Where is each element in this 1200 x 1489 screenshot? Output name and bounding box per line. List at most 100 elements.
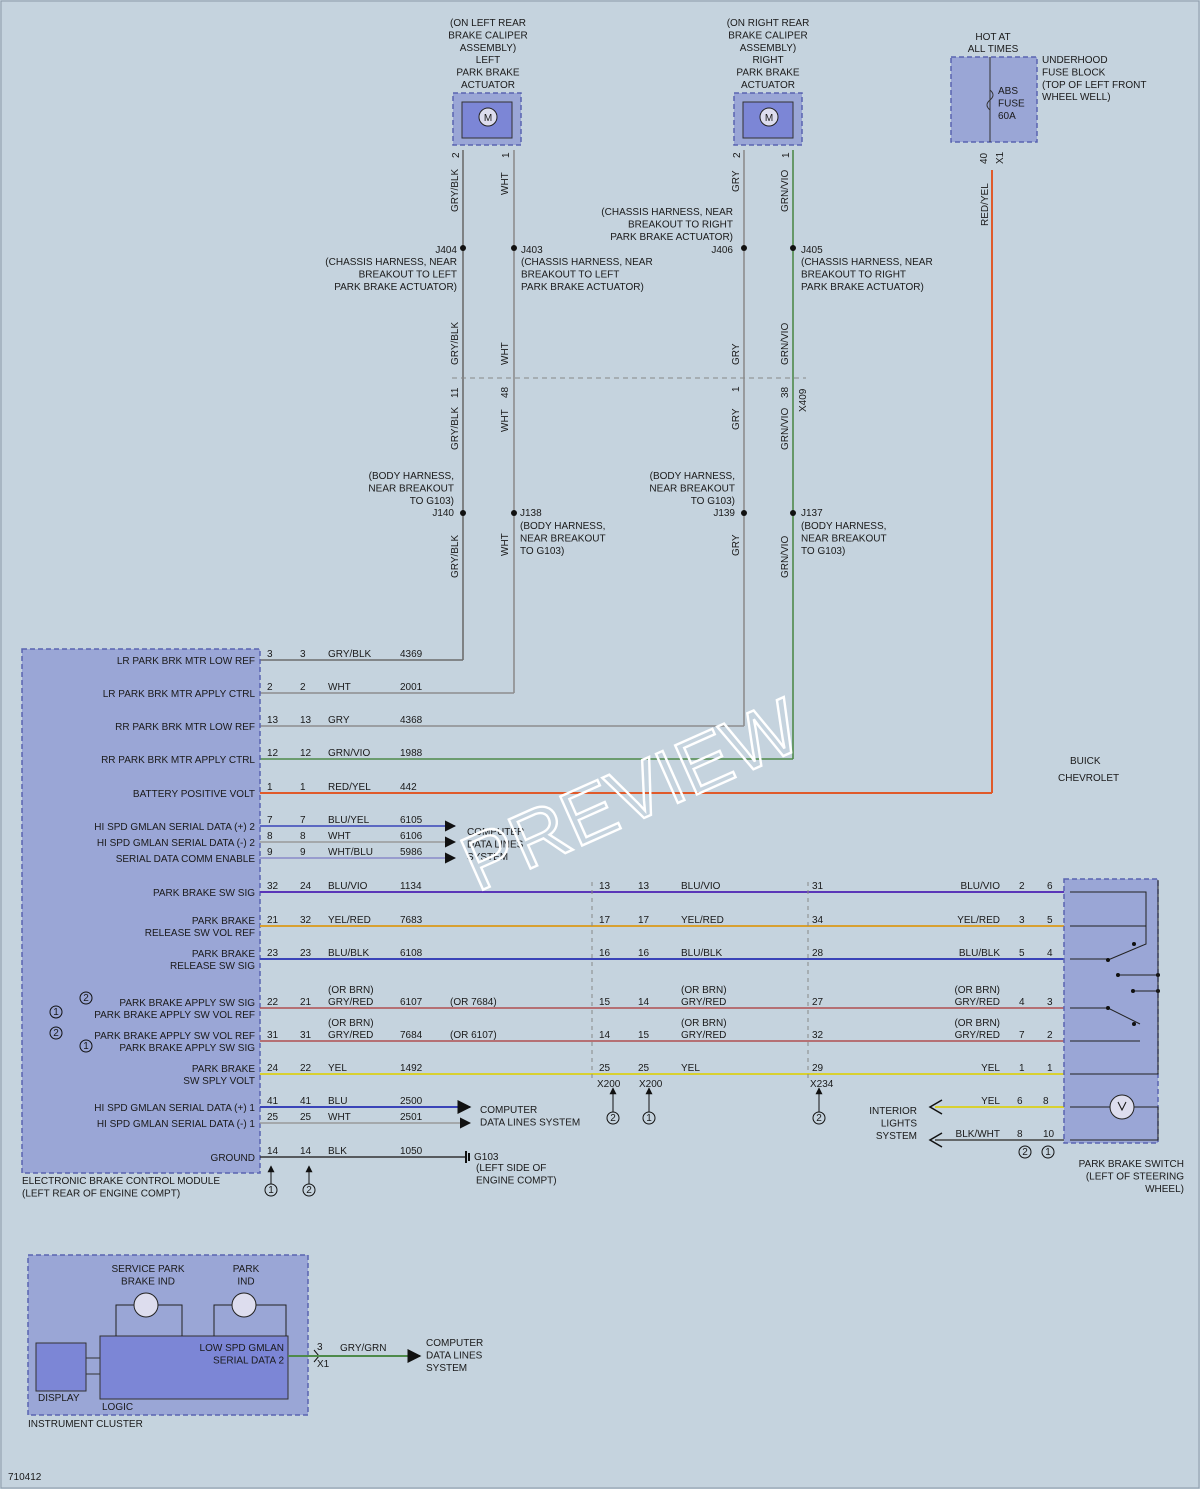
wire-color-label: WHT (328, 682, 351, 693)
splice-desc: PARK BRAKE ACTUATOR) (610, 232, 733, 243)
pin-label: 32 (300, 915, 312, 926)
circuit-number: 6108 (400, 948, 423, 959)
pin-label: 2 (300, 682, 306, 693)
pin-label: 25 (267, 1112, 279, 1123)
right-motor-icon (759, 107, 779, 127)
wire-color-label: WHT (500, 342, 511, 365)
splice-id: J137 (801, 508, 823, 519)
pin-label: 16 (638, 948, 650, 959)
connector-label: X409 (798, 388, 809, 412)
park-brake-switch-name: (LEFT OF STEERING (1086, 1171, 1184, 1182)
ebcm-name: (LEFT REAR OF ENGINE COMPT) (22, 1188, 180, 1199)
pin-label: 9 (267, 847, 273, 858)
splice-id: J406 (711, 245, 733, 256)
circuit-number: 7683 (400, 915, 423, 926)
brand-label: CHEVROLET (1058, 773, 1119, 784)
left-actuator-label: ASSEMBLY) (460, 43, 517, 54)
pin-label: 2 (451, 152, 462, 158)
wire-color-label: GRY (731, 534, 742, 556)
serial-data-label: LOW SPD GMLAN (200, 1343, 284, 1354)
pin-label: 1 (300, 782, 306, 793)
computer-data-lines-label: SYSTEM (467, 852, 508, 863)
ebcm-pin-label: PARK BRAKE APPLY SW VOL REF (94, 1031, 255, 1042)
diagram-id: 710412 (8, 1472, 42, 1483)
fuse-block-label: FUSE BLOCK (1042, 67, 1106, 78)
right-motor-label: M (765, 113, 773, 124)
right-actuator-label: BRAKE CALIPER (728, 30, 807, 41)
service-indicator-label: BRAKE IND (121, 1276, 175, 1287)
wire-color-label: GRN/VIO (780, 536, 791, 578)
footnote-number: 2 (610, 1113, 616, 1124)
splice-desc: BREAKOUT TO LEFT (521, 269, 619, 280)
wire-color-label: GRY/BLK (450, 407, 461, 450)
pin-label: 1 (501, 152, 512, 158)
right-actuator-label: ACTUATOR (741, 80, 795, 91)
pin-label: 7 (267, 815, 273, 826)
wire-color-label: YEL/RED (681, 915, 724, 926)
wire-color-label: BLK/WHT (956, 1129, 1000, 1140)
pin-label: 21 (300, 997, 312, 1008)
splice-id: J140 (432, 508, 454, 519)
footnote-number: 2 (1022, 1147, 1028, 1158)
splice-id: J404 (435, 245, 457, 256)
wire-color-label: WHT (328, 831, 351, 842)
wire-color-label: YEL (981, 1063, 1000, 1074)
wire-color-label: GRY (731, 408, 742, 430)
circuit-number: 6107 (400, 997, 423, 1008)
wire-color-label: GRY/RED (681, 997, 726, 1008)
circuit-number: 1134 (400, 881, 422, 892)
ebcm-pin-label: PARK BRAKE APPLY SW SIG (119, 1043, 255, 1054)
left-actuator-label: ACTUATOR (461, 80, 515, 91)
ground-desc: (LEFT SIDE OF (476, 1163, 546, 1174)
right-actuator-label: PARK BRAKE (736, 68, 799, 79)
pin-label: 8 (267, 831, 273, 842)
serial-data-label: SERIAL DATA 2 (213, 1355, 284, 1366)
display-label: DISPLAY (38, 1393, 80, 1404)
circuit-alt-label: (OR 7684) (450, 997, 497, 1008)
pin-label: 15 (638, 1030, 650, 1041)
wire-color-label: BLU/YEL (328, 815, 370, 826)
splice-desc: BREAKOUT TO RIGHT (628, 219, 733, 230)
pin-label: 8 (300, 831, 306, 842)
footnote-number: 1 (83, 1041, 89, 1052)
splice-desc: PARK BRAKE ACTUATOR) (521, 282, 644, 293)
fuse-block-label: (TOP OF LEFT FRONT (1042, 80, 1146, 91)
ebcm-pin-label: HI SPD GMLAN SERIAL DATA (+) 1 (94, 1103, 255, 1114)
splice-desc: (BODY HARNESS, (520, 521, 605, 532)
park-indicator-label: PARK (233, 1264, 260, 1275)
wire-color-label: WHT (500, 409, 511, 432)
footnote-number: 2 (83, 993, 89, 1004)
computer-data-lines-label: COMPUTER (467, 827, 524, 838)
circuit-number: 1988 (400, 748, 423, 759)
pin-label: 2 (267, 682, 273, 693)
left-motor-label: M (484, 113, 492, 124)
pin-label: 23 (267, 948, 279, 959)
pin-label: 25 (300, 1112, 312, 1123)
wire-color-label: BLU/VIO (328, 881, 368, 892)
computer-data-lines-label: DATA LINES SYSTEM (480, 1117, 580, 1128)
pin-label: 31 (267, 1030, 279, 1041)
pin-label: 13 (267, 715, 279, 726)
pin-label: 2 (1047, 1030, 1053, 1041)
ebcm-pin-label: RELEASE SW SIG (170, 961, 255, 972)
splice-desc: BREAKOUT TO RIGHT (801, 269, 906, 280)
splice-id: J138 (520, 508, 542, 519)
circuit-number: 442 (400, 782, 417, 793)
pin-label: 1 (781, 152, 792, 158)
fuse-label: ABS (998, 86, 1018, 97)
fuse-block-label: WHEEL WELL) (1042, 92, 1111, 103)
pin-label: 3 (317, 1342, 323, 1353)
ebcm-pin-label: PARK BRAKE APPLY SW VOL REF (94, 1010, 255, 1021)
wire-color-label: GRY/GRN (340, 1343, 387, 1354)
pin-label: 13 (599, 881, 611, 892)
circuit-number: 5986 (400, 847, 423, 858)
wire-color-label: YEL (681, 1063, 700, 1074)
footnote-number: 1 (268, 1185, 274, 1196)
pin-label: 10 (1043, 1129, 1055, 1140)
splice-desc: (CHASSIS HARNESS, NEAR (601, 207, 733, 218)
wire-color-label: RED/YEL (328, 782, 371, 793)
ebcm-pin-label: LR PARK BRK MTR APPLY CTRL (103, 689, 256, 700)
park-indicator-label: IND (237, 1276, 254, 1287)
pin-label: 40 (979, 152, 990, 164)
left-actuator-label: PARK BRAKE (456, 68, 519, 79)
